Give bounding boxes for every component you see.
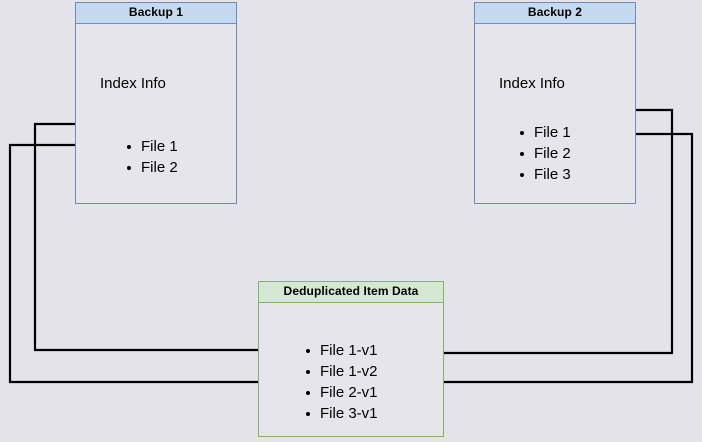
list-item[interactable]: File 1-v1	[303, 340, 378, 361]
list-item[interactable]: File 2	[124, 157, 178, 178]
list-item[interactable]: File 3	[517, 164, 571, 185]
node-deduplicated-item-data-body: File 1-v1 File 1-v2 File 2-v1 File 3-v1	[259, 303, 443, 436]
node-backup-1-header: Backup 1	[76, 3, 236, 24]
node-backup-2[interactable]: Backup 2 Index Info File 1 File 2 File 3	[474, 2, 636, 204]
node-backup-1[interactable]: Backup 1 Index Info File 1 File 2	[75, 2, 237, 204]
list-item[interactable]: File 3-v1	[303, 403, 378, 424]
backup-2-index-info-label: Index Info	[499, 75, 565, 92]
dedup-file-list: File 1-v1 File 1-v2 File 2-v1 File 3-v1	[303, 340, 378, 424]
node-backup-1-body: Index Info File 1 File 2	[76, 24, 236, 203]
node-deduplicated-item-data[interactable]: Deduplicated Item Data File 1-v1 File 1-…	[258, 281, 444, 437]
list-item[interactable]: File 2-v1	[303, 382, 378, 403]
node-backup-2-header: Backup 2	[475, 3, 635, 24]
node-backup-2-body: Index Info File 1 File 2 File 3	[475, 24, 635, 203]
list-item[interactable]: File 1	[124, 136, 178, 157]
list-item[interactable]: File 1	[517, 122, 571, 143]
node-deduplicated-item-data-header: Deduplicated Item Data	[259, 282, 443, 303]
backup-1-file-list: File 1 File 2	[124, 136, 178, 178]
backup-2-file-list: File 1 File 2 File 3	[517, 122, 571, 185]
list-item[interactable]: File 2	[517, 143, 571, 164]
backup-1-index-info-label: Index Info	[100, 75, 166, 92]
list-item[interactable]: File 1-v2	[303, 361, 378, 382]
